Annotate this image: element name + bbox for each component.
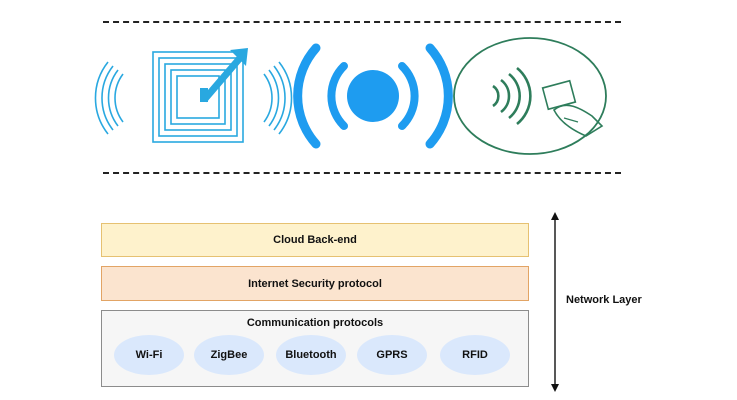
top-dashed-divider [103,21,621,23]
cloud-backend-label: Cloud Back-end [273,234,357,246]
wireless-signal-icon [293,43,453,149]
protocol-gprs: GPRS [357,335,427,375]
technology-icons [94,37,607,155]
internet-security-label: Internet Security protocol [248,277,382,290]
cloud-backend-layer: Cloud Back-end [101,223,529,257]
protocol-bluetooth: Bluetooth [276,335,346,375]
bottom-dashed-divider [103,172,621,174]
communication-protocols-layer: Communication protocols Wi-Fi ZigBee Blu… [101,310,529,387]
network-layer-label: Network Layer [566,294,642,306]
communication-protocols-title: Communication protocols [246,317,384,329]
protocol-rfid: RFID [440,335,510,375]
rfid-tag-icon [94,48,293,143]
protocol-wifi: Wi-Fi [114,335,184,375]
network-layer-arrow [551,212,559,392]
internet-security-layer: Internet Security protocol [101,266,529,301]
protocol-zigbee: ZigBee [194,335,264,375]
contactless-card-icon [453,37,607,155]
